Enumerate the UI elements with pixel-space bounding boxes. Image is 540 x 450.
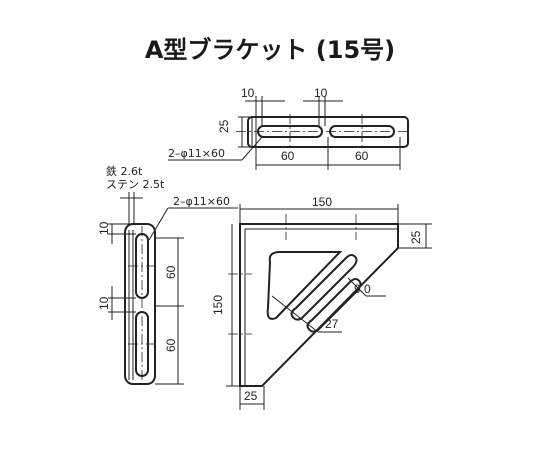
dim-side-60-bottom: 60 [164, 338, 178, 352]
dim-top-slot-right: 10 [314, 86, 328, 100]
dim-front-rib-9: 9.0 [354, 282, 371, 296]
rib-lower [306, 278, 362, 333]
dim-front-27: 27 [325, 317, 339, 331]
material-iron: 鉄 2.6t [106, 164, 143, 178]
side-hole-note: 2–φ11×60 [173, 195, 230, 208]
gusset-cutout [266, 251, 343, 320]
front-view: 150 150 25 25 9.0 27 [211, 195, 432, 410]
top-view: 10 10 25 60 60 2–φ11×60 [168, 86, 410, 170]
dim-front-bottom-25: 25 [244, 389, 258, 403]
bracket-outline [239, 223, 399, 387]
dim-side-10-top: 10 [97, 221, 111, 235]
rib-upper [290, 254, 358, 321]
side-plate-outline [124, 223, 156, 385]
dim-front-right-25: 25 [409, 230, 423, 244]
side-view: 鉄 2.6t ステン 2.5t 2–φ11×60 10 10 [97, 164, 238, 388]
dim-top-span-right: 60 [355, 149, 369, 163]
dim-front-height: 150 [211, 295, 225, 315]
drawing-title: A型ブラケット (15号) [144, 36, 396, 64]
dim-side-10-bottom: 10 [97, 296, 111, 310]
dim-top-slot-left: 10 [241, 86, 255, 100]
top-hole-note: 2–φ11×60 [168, 147, 225, 160]
material-stainless: ステン 2.5t [106, 178, 165, 191]
dim-top-height: 25 [217, 119, 231, 133]
dim-side-60-top: 60 [164, 265, 178, 279]
dim-front-width: 150 [312, 195, 332, 209]
dim-top-span-left: 60 [281, 149, 295, 163]
